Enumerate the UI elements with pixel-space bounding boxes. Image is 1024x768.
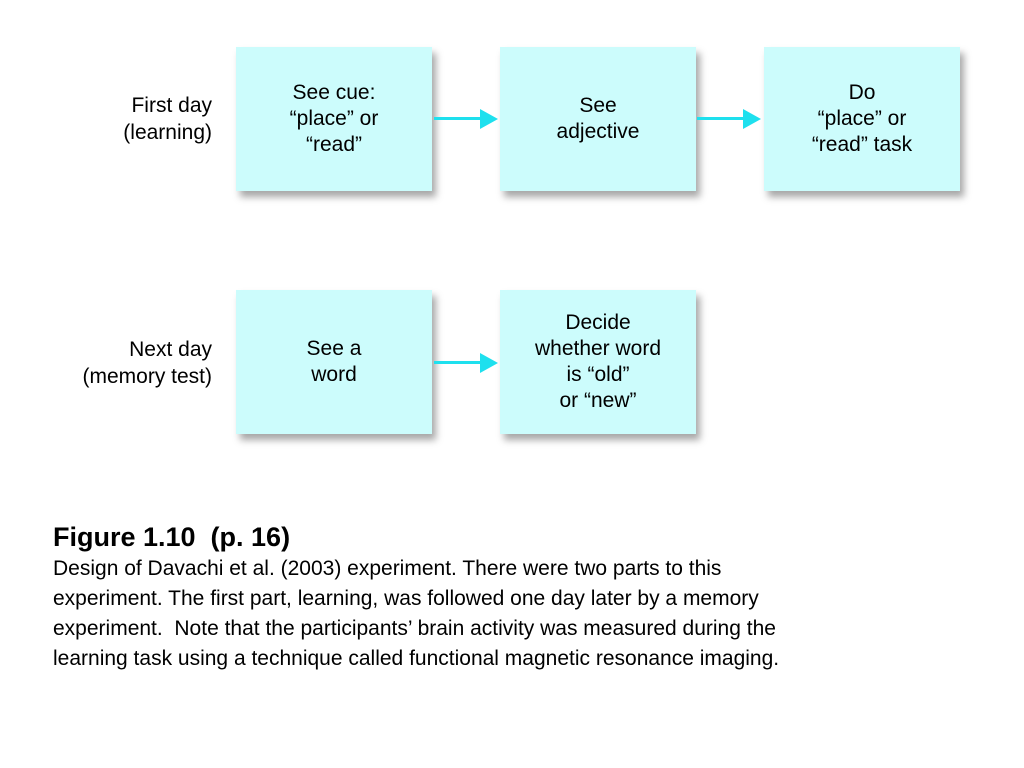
flow-arrow-icon: [697, 109, 761, 129]
row-label-line: First day: [131, 94, 212, 117]
step-text-line: “read”: [305, 133, 363, 156]
flow-arrow-icon: [434, 109, 498, 129]
step-text-line: See cue:: [292, 81, 376, 104]
step-box-see-cue: See cue: “place” or “read”: [236, 47, 432, 191]
step-text-line: Decide: [565, 311, 631, 334]
row-label-line: (memory test): [82, 365, 212, 388]
step-text-line: See a: [306, 337, 362, 360]
step-text-line: whether word: [534, 337, 662, 360]
step-text-line: “place” or: [289, 107, 379, 130]
step-box-decide-old-new: Decide whether word is “old” or “new”: [500, 290, 696, 434]
step-text-line: is “old”: [566, 363, 630, 386]
step-text-line: or “new”: [559, 389, 637, 412]
row-label-line: (learning): [123, 121, 212, 144]
flow-arrow-icon: [434, 353, 498, 373]
row-label-first-day: First day (learning): [123, 92, 212, 146]
step-box-see-word: See a word: [236, 290, 432, 434]
step-text-line: word: [311, 363, 357, 386]
step-text-line: “read” task: [811, 133, 913, 156]
caption-line: Design of Davachi et al. (2003) experime…: [53, 557, 722, 580]
caption-body: Design of Davachi et al. (2003) experime…: [53, 554, 993, 674]
step-text-line: adjective: [556, 120, 640, 143]
caption-line: experiment. Note that the participants’ …: [53, 617, 776, 640]
row-label-line: Next day: [129, 338, 212, 361]
step-box-do-task: Do “place” or “read” task: [764, 47, 960, 191]
figure-caption: Figure 1.10 (p. 16) Design of Davachi et…: [53, 520, 993, 674]
step-text-line: See: [579, 94, 617, 117]
caption-line: experiment. The first part, learning, wa…: [53, 587, 759, 610]
caption-line: learning task using a technique called f…: [53, 647, 780, 670]
step-text-line: Do: [848, 81, 876, 104]
caption-title: Figure 1.10 (p. 16): [53, 522, 291, 552]
step-box-see-adjective: See adjective: [500, 47, 696, 191]
row-label-next-day: Next day (memory test): [82, 336, 212, 390]
step-text-line: “place” or: [817, 107, 907, 130]
